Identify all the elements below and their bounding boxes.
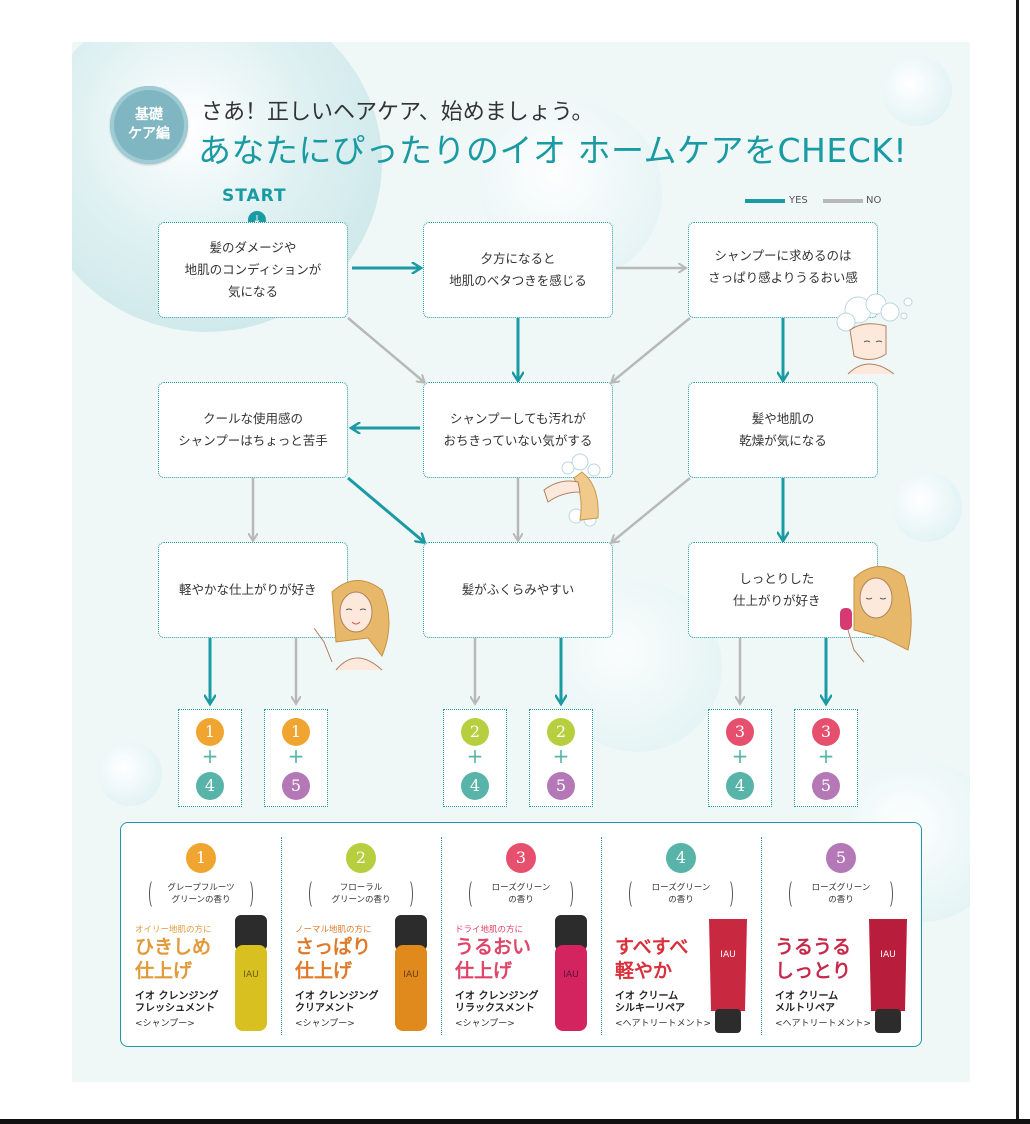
- legend-yes-swatch: [745, 199, 785, 203]
- question-q4: クールな使用感の シャンプーはちょっと苦手: [158, 382, 348, 478]
- product-scent: ローズグリーン の香り: [455, 879, 587, 909]
- result-plus: +: [731, 744, 749, 768]
- product-name: イオ クレンジング クリアメント: [295, 991, 379, 1014]
- question-q1: 髪のダメージや 地肌のコンディションが 気になる: [158, 222, 348, 318]
- no-arrow: [347, 317, 424, 382]
- sub-heading: さあ！正しいヘアケア、始めましょう。: [201, 100, 594, 125]
- yes-arrow: [347, 476, 424, 542]
- hands-washing-illustration: [543, 453, 601, 527]
- product-target: ドライ地肌の方に: [455, 925, 524, 935]
- product-target: ノーマル地肌の方に: [295, 925, 372, 935]
- product-2: 2 フローラル グリーンの香り ノーマル地肌の方に さっぱり 仕上げ イオ クレ…: [281, 823, 441, 1048]
- product-type: <ヘアトリートメント>: [615, 1019, 712, 1029]
- result-3-bottom: 4: [461, 772, 489, 800]
- product-1: 1 グレープフルーツ グリーンの香り オイリー地肌の方に ひきしめ 仕上げ イオ…: [121, 823, 281, 1048]
- question-q8: 髪がふくらみやすい: [423, 542, 613, 638]
- legend-no-swatch: [823, 199, 863, 203]
- legend-no-label: NO: [866, 195, 882, 206]
- result-6-bottom: 5: [812, 772, 840, 800]
- question-q2: 夕方になると 地肌のベタつきを感じる: [423, 222, 613, 318]
- result-5-bottom: 4: [726, 772, 754, 800]
- result-3-top: 2: [461, 718, 489, 746]
- product-name: イオ クリーム メルトリペア: [775, 991, 839, 1014]
- bubble-decor: [892, 472, 962, 542]
- shampoo-bottle-icon: IAU: [555, 915, 587, 1031]
- result-2-bottom: 5: [282, 772, 310, 800]
- result-4-bottom: 5: [547, 772, 575, 800]
- bubble-decor: [882, 56, 952, 126]
- treatment-tube-icon: IAU: [869, 919, 907, 1033]
- category-badge: 基礎 ケア編: [110, 86, 188, 164]
- product-name: イオ クリーム シルキーリペア: [615, 991, 685, 1014]
- result-5-top: 3: [726, 718, 754, 746]
- column-divider: [441, 837, 442, 1035]
- treatment-tube-icon: IAU: [709, 919, 747, 1033]
- question-q3: シャンプーに求めるのは さっぱり感よりうるおい感: [688, 222, 878, 318]
- result-plus: +: [287, 744, 305, 768]
- product-name: イオ クレンジング フレッシュメント: [135, 991, 219, 1014]
- question-q7: 軽やかな仕上がりが好き: [158, 542, 348, 638]
- start-label: START: [222, 186, 287, 206]
- column-divider: [601, 837, 602, 1035]
- result-1-top: 1: [196, 718, 224, 746]
- product-number: 2: [346, 843, 376, 873]
- girl-brushing-hair-illustration: [840, 566, 912, 663]
- product-panel: 1 グレープフルーツ グリーンの香り オイリー地肌の方に ひきしめ 仕上げ イオ…: [120, 822, 922, 1047]
- bottle-mark: IAU: [720, 950, 735, 960]
- product-5: 5 ローズグリーン の香り うるうる しっとり イオ クリーム メルトリペア <…: [761, 823, 921, 1048]
- result-plus: +: [817, 744, 835, 768]
- result-6-top: 3: [812, 718, 840, 746]
- product-4: 4 ローズグリーン の香り すべすべ 軽やか イオ クリーム シルキーリペア <…: [601, 823, 761, 1048]
- product-type: <シャンプー>: [135, 1019, 195, 1029]
- product-3: 3 ローズグリーン の香り ドライ地肌の方に うるおい 仕上げ イオ クレンジン…: [441, 823, 601, 1048]
- product-type: <シャンプー>: [295, 1019, 355, 1029]
- product-number: 5: [826, 843, 856, 873]
- result-plus: +: [552, 744, 570, 768]
- product-number: 4: [666, 843, 696, 873]
- product-tagline: うるうる しっとり: [775, 936, 852, 982]
- product-target: オイリー地肌の方に: [135, 925, 212, 935]
- badge-line-1: 基礎: [135, 107, 163, 123]
- shampoo-bottle-icon: IAU: [235, 915, 267, 1031]
- product-tagline: うるおい 仕上げ: [455, 936, 532, 982]
- product-number: 1: [186, 843, 216, 873]
- product-type: <ヘアトリートメント>: [775, 1019, 872, 1029]
- no-arrow: [612, 477, 691, 542]
- product-tagline: ひきしめ 仕上げ: [135, 936, 212, 982]
- product-tagline: すべすべ 軽やか: [615, 936, 689, 982]
- bottle-mark: IAU: [880, 950, 895, 960]
- column-divider: [281, 837, 282, 1035]
- product-tagline: さっぱり 仕上げ: [295, 936, 372, 982]
- bottle-mark: IAU: [243, 970, 258, 980]
- product-number: 3: [506, 843, 536, 873]
- product-name: イオ クレンジング リラックスメント: [455, 991, 539, 1014]
- bottle-mark: IAU: [563, 970, 578, 980]
- result-2-top: 1: [282, 718, 310, 746]
- no-arrow: [612, 317, 691, 382]
- bubble-decor: [98, 742, 162, 806]
- column-divider: [761, 837, 762, 1035]
- product-type: <シャンプー>: [455, 1019, 515, 1029]
- legend-yes-label: YES: [789, 195, 808, 206]
- result-plus: +: [466, 744, 484, 768]
- product-scent: ローズグリーン の香り: [615, 879, 747, 909]
- question-q6: 髪や地肌の 乾燥が気になる: [688, 382, 878, 478]
- result-1-bottom: 4: [196, 772, 224, 800]
- page-edge-rule: [1016, 0, 1019, 1124]
- page-title: あなたにぴったりのイオ ホームケアをCHECK!: [198, 131, 908, 170]
- shampoo-bottle-icon: IAU: [395, 915, 427, 1031]
- product-scent: ローズグリーン の香り: [775, 879, 907, 909]
- result-4-top: 2: [547, 718, 575, 746]
- girl-smiling-illustration: [313, 580, 390, 671]
- bottle-mark: IAU: [403, 970, 418, 980]
- girl-washing-hair-illustration: [836, 293, 913, 375]
- result-plus: +: [201, 744, 219, 768]
- product-scent: グレープフルーツ グリーンの香り: [135, 879, 267, 909]
- product-scent: フローラル グリーンの香り: [295, 879, 427, 909]
- page-bottom-rule: [0, 1119, 1030, 1124]
- badge-line-2: ケア編: [128, 126, 170, 142]
